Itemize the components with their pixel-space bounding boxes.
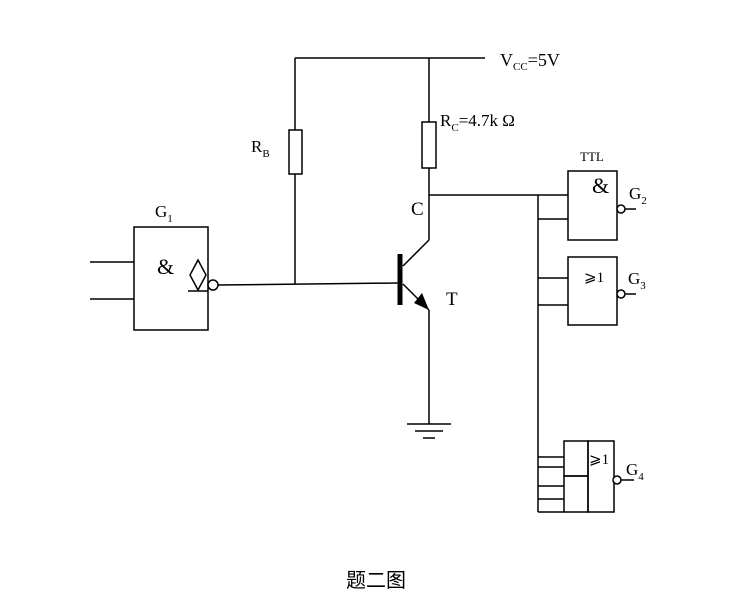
gate-g4-and-lower bbox=[563, 475, 589, 513]
g3-symbol: ⩾1 bbox=[584, 270, 604, 286]
g1-symbol: & bbox=[157, 254, 174, 279]
g2-inverter-bubble bbox=[616, 204, 626, 214]
g4-symbol: ⩾1 bbox=[589, 452, 609, 468]
collector-label: C bbox=[411, 199, 424, 220]
g1-inverter-bubble bbox=[207, 279, 219, 291]
figure-caption: 题二图 bbox=[346, 568, 406, 592]
gate-g3 bbox=[567, 256, 618, 326]
rc-resistor bbox=[421, 121, 437, 169]
g1-open-collector-icon bbox=[189, 258, 207, 292]
gate-g2 bbox=[567, 170, 618, 241]
rb-label: RB bbox=[251, 137, 270, 160]
g4-inverter-bubble bbox=[612, 475, 622, 485]
rc-label: RC=4.7k Ω bbox=[440, 111, 515, 134]
gate-g1 bbox=[133, 226, 209, 331]
g3-label: G3 bbox=[628, 269, 646, 292]
gate-g4-and-upper bbox=[563, 440, 589, 477]
g3-inverter-bubble bbox=[616, 289, 626, 299]
transistor-label: T bbox=[446, 289, 458, 310]
g4-label: G4 bbox=[626, 460, 644, 483]
ttl-label: TTL bbox=[580, 149, 604, 164]
base-wire bbox=[217, 282, 399, 286]
emitter-arrow-icon bbox=[414, 293, 429, 310]
g2-label: G2 bbox=[629, 184, 647, 207]
transistor-collector-lead bbox=[402, 239, 430, 267]
rb-resistor bbox=[288, 129, 303, 175]
g2-symbol: & bbox=[592, 173, 609, 198]
vcc-label: VCC=5V bbox=[500, 50, 560, 73]
g1-label: G1 bbox=[155, 202, 173, 225]
